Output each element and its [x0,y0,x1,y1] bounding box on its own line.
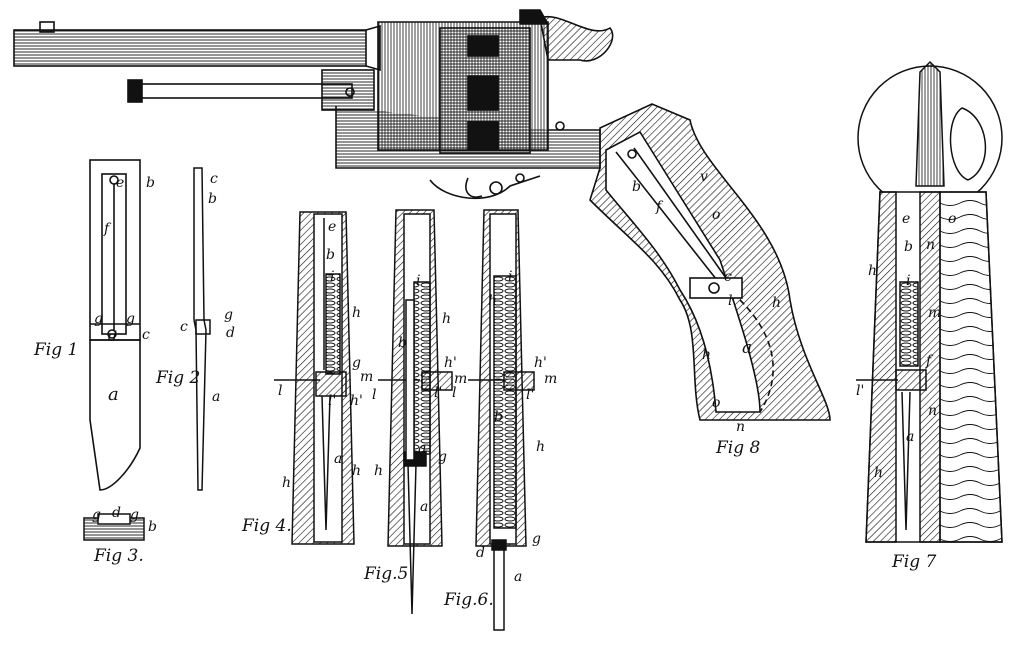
fig1-label-a: a [108,384,119,405]
fig7-label-b: b [904,239,913,255]
fig7-label-m: m [928,305,942,321]
fig7-caption: Fig 7 [892,552,937,572]
fig4-label-l2: l' [328,393,337,409]
fig1-blade [89,159,141,491]
fig7-label-o: o [948,211,957,227]
fig7-label-e: e [902,211,911,227]
fig3-label-g1: g [92,507,101,523]
fig7-label-a: a [906,429,915,445]
fig4-label-a: a [334,451,343,467]
fig5-label-i: i [416,273,421,289]
fig2-blade-edge [193,167,211,491]
fig4-label-h4: h' [350,393,363,409]
fig6-label-b: b [494,409,503,425]
fig6-label-h2: h [536,439,546,455]
fig3-label-g2: g [130,507,139,523]
fig4-section [274,211,355,545]
fig6-section [468,209,535,631]
fig8-caption: Fig 8 [716,438,761,458]
fig6-label-l1: l [452,385,457,401]
fig5-label-a1: a [418,441,427,457]
fig5-section [378,209,453,615]
fig6-label-g: g [532,531,541,547]
fig7-label-l: l' [856,383,865,399]
fig5-label-m: m [454,371,468,387]
fig8-label-o1: o [712,207,721,223]
fig5-label-l1: l [372,387,377,403]
fig1-label-g2: g [126,311,135,327]
fig5-label-h1: h [442,311,452,327]
fig8-label-a: a [742,338,753,358]
fig8-label-b: b [632,179,641,195]
fig7-label-n2: n [928,403,938,419]
fig6-label-a: a [514,569,523,585]
fig4-label-h1: h [352,305,362,321]
fig3-caption: Fig 3. [94,546,144,566]
fig3-label-d: d [112,505,121,521]
fig7-section [856,60,1003,543]
fig1-caption: Fig 1 [34,340,79,360]
fig6-label-i: i [508,269,513,285]
fig4-label-h3: h [282,475,292,491]
fig1-label-b: b [146,175,155,191]
fig6-label-m: m [544,371,558,387]
fig6-label-h3: h' [534,355,547,371]
fig5-label-h3: h' [444,355,457,371]
fig8-label-f: f [656,199,662,215]
fig2-label-g: g [224,307,233,323]
fig7-label-h2: h [874,465,884,481]
fig4-label-b: b [326,247,335,263]
fig5-label-l2: l' [434,385,443,401]
fig2-label-d: d [226,325,235,341]
fig6-label-d: d [476,545,485,561]
fig5-label-b: b [398,335,407,351]
fig4-label-h2: h [352,463,362,479]
fig1-label-d: d [108,329,117,345]
fig8-label-o2: o [712,395,721,411]
fig4-label-l1: l [278,383,283,399]
fig7-label-n1: n [926,237,936,253]
fig7-label-h1: h [868,263,878,279]
fig4-label-m: m [360,369,374,385]
revolver-drawing [13,9,614,200]
fig4-label-g: g [352,355,361,371]
fig8-label-h2: h [702,347,712,363]
fig4-label-i: i [330,269,335,285]
fig2-caption: Fig 2 [156,368,201,388]
fig4-caption: Fig 4. [242,516,292,536]
fig8-label-h1: h [772,295,782,311]
fig4-label-e: e [328,219,337,235]
fig2-label-b: b [208,191,217,207]
fig8-label-v: v [700,169,708,185]
fig2-label-a: a [212,389,221,405]
fig3-label-b: b [148,519,157,535]
fig1-label-c: c [142,327,150,343]
fig2-label-c2: c [180,319,188,335]
fig1-label-f: f [104,221,110,237]
fig5-caption: Fig.5 [364,564,409,584]
fig5-label-a2: a [420,499,429,515]
fig1-label-e: e [116,175,125,191]
fig8-label-n: n [736,419,746,435]
fig1-label-g1: g [94,311,103,327]
fig8-label-l: l [728,293,733,309]
fig3-slide-section [83,513,145,541]
fig6-label-h1: h [488,293,498,309]
fig7-label-i: i [906,273,911,289]
fig2-label-c1: c [210,171,218,187]
fig6-caption: Fig.6. [444,590,494,610]
fig8-grip-section [589,103,831,421]
fig7-label-f: f [926,353,932,369]
fig8-label-c: c [724,269,732,285]
fig5-label-g: g [438,449,447,465]
fig5-label-h2: h [374,463,384,479]
fig6-label-l2: l' [526,387,535,403]
